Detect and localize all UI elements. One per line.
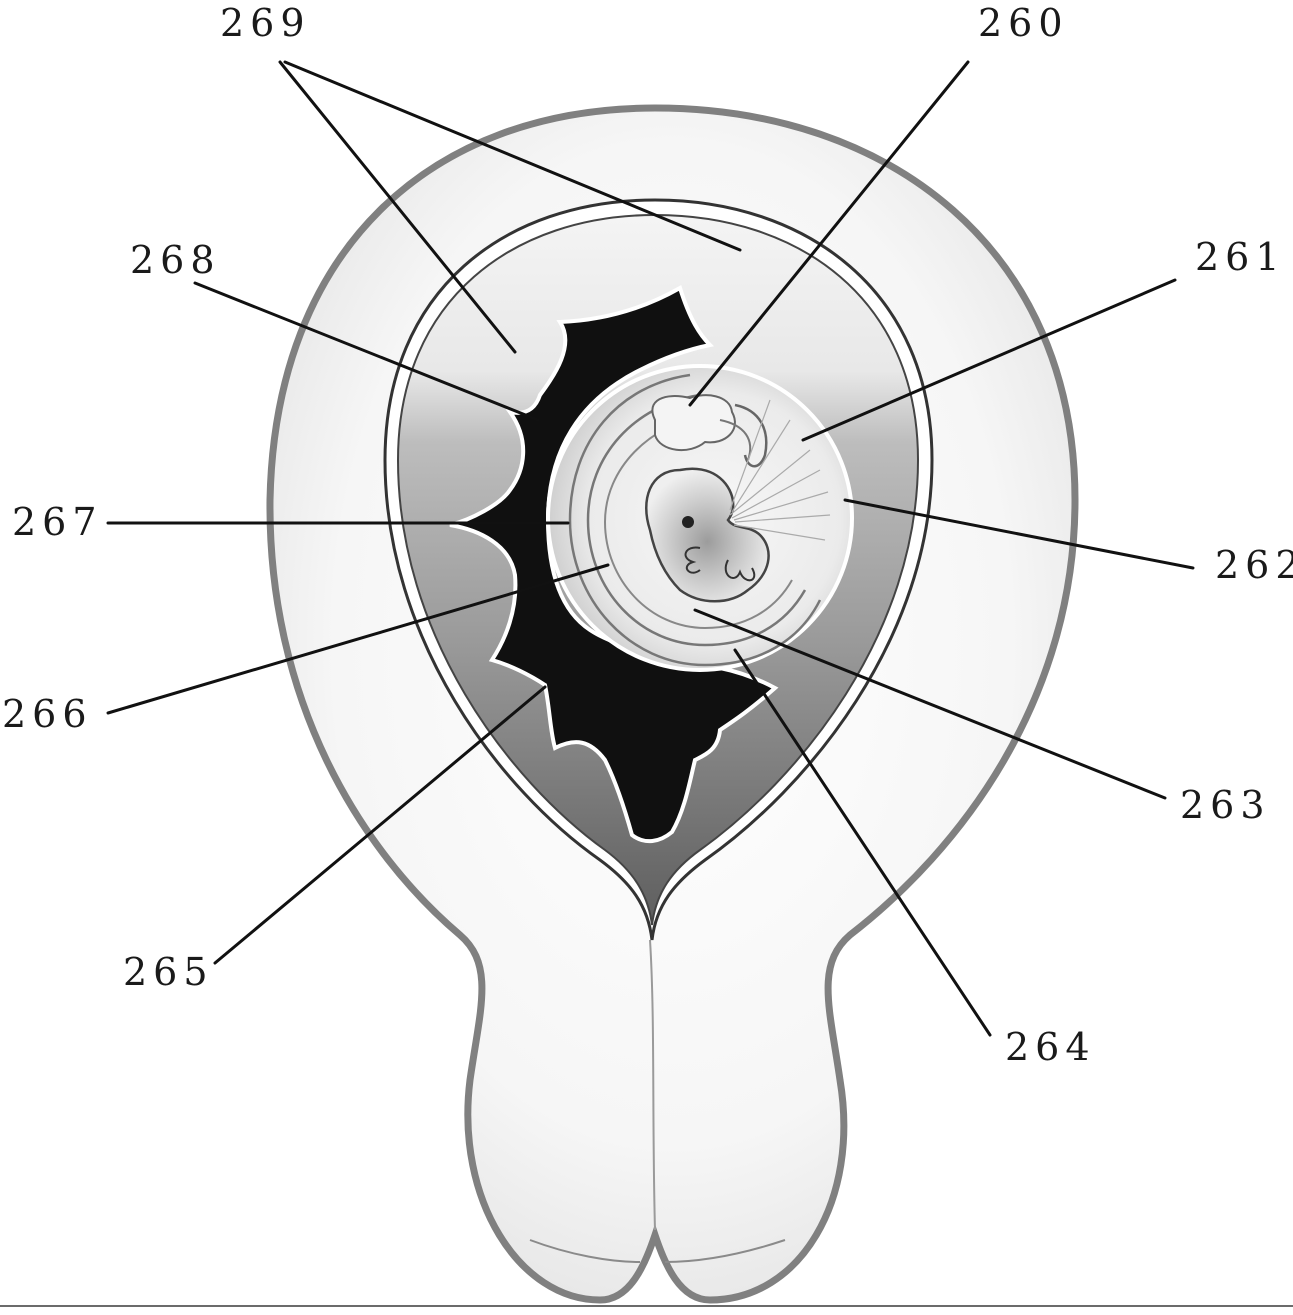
embryo (645, 467, 770, 603)
embryo-limb-bud-lower (724, 559, 756, 582)
leader-265 (213, 685, 547, 965)
leader-269b (283, 60, 742, 252)
label-269: 269 (220, 1, 311, 45)
leader-268 (193, 281, 540, 422)
cervical-canal (649, 939, 656, 1231)
umbilical-stalk (734, 403, 768, 468)
sac-ring-3 (603, 414, 793, 630)
bottom-border (0, 1305, 1293, 1307)
leader-261 (801, 278, 1177, 442)
label-261: 261 (1195, 235, 1286, 279)
amnion-fold (719, 419, 752, 461)
leader-260 (688, 60, 970, 407)
label-263: 263 (1180, 783, 1271, 827)
label-267: 267 (12, 500, 103, 544)
label-265: 265 (123, 950, 214, 994)
leader-lines (106, 60, 1195, 1037)
cervix-lower-lip-left (529, 1239, 641, 1263)
leader-269a (278, 60, 517, 354)
chorionic-villi (729, 399, 831, 541)
leader-262 (843, 498, 1195, 570)
sac-ring-1 (568, 373, 822, 667)
label-264: 264 (1005, 1025, 1096, 1069)
leader-266 (106, 563, 610, 715)
yolk-sac (651, 394, 736, 452)
leader-263 (693, 608, 1167, 800)
embryo-eye (682, 516, 694, 528)
label-266: 266 (2, 692, 93, 736)
embryo-limb-bud-upper (684, 546, 701, 574)
cervix-lower-lip-right (664, 1239, 786, 1263)
label-262: 262 (1215, 543, 1293, 587)
label-260: 260 (978, 1, 1069, 45)
label-268: 268 (130, 238, 221, 282)
leader-264 (733, 648, 992, 1037)
